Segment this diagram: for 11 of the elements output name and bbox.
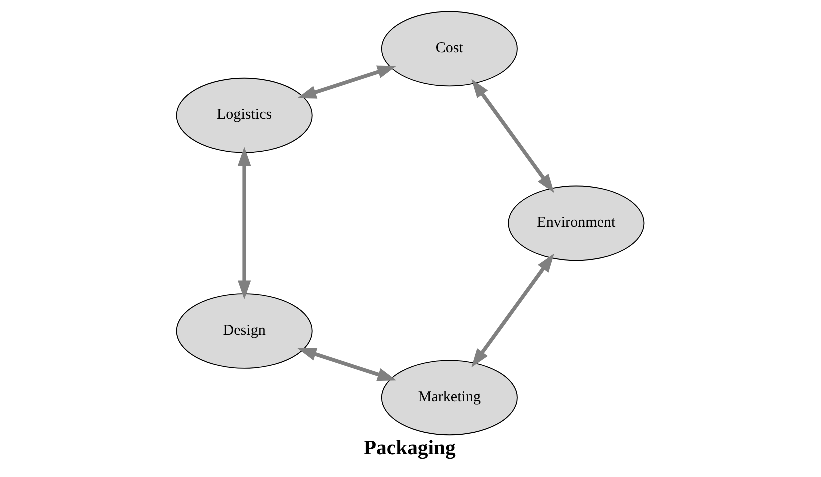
diagram-title: Packaging [364, 437, 456, 460]
node-ellipse: Design [176, 294, 313, 369]
arrow [472, 254, 554, 368]
arrow [238, 147, 252, 300]
node-ellipse: Environment [508, 186, 645, 262]
node-ellipse: Cost [381, 11, 518, 87]
arrow [298, 348, 397, 382]
node-ellipse: Marketing [381, 360, 518, 436]
arrow [472, 79, 554, 194]
node-ellipse: Logistics [176, 78, 313, 154]
arrow [298, 66, 397, 99]
